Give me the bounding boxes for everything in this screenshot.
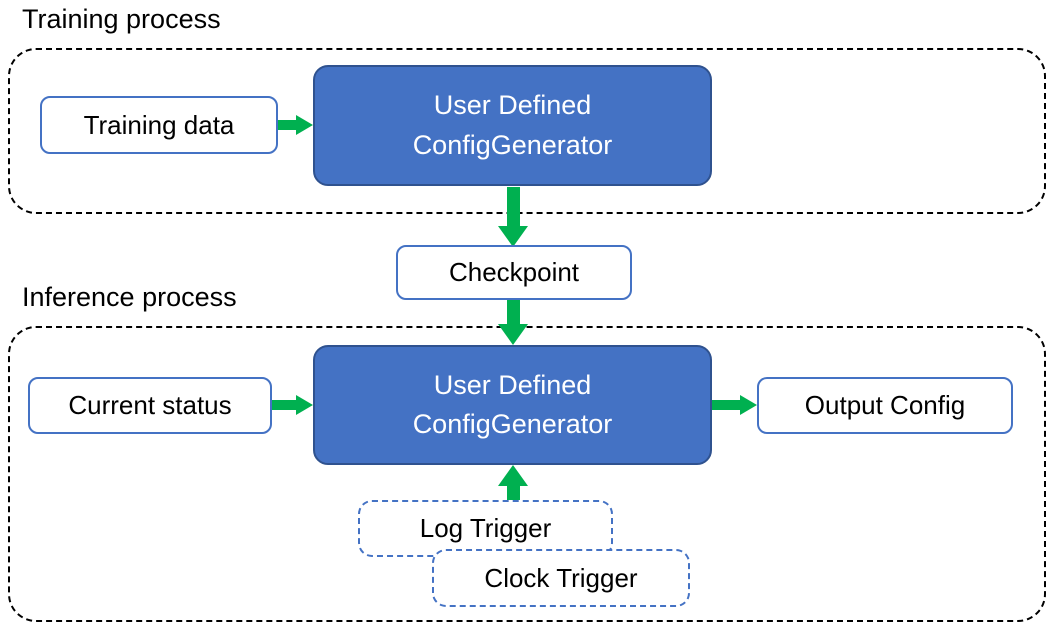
arrow-shaft <box>712 400 740 410</box>
log-trigger-node: Log Trigger <box>358 500 613 557</box>
generator-label-line2: ConfigGenerator <box>412 409 613 439</box>
arrow-checkpoint-to-generator <box>498 300 528 345</box>
generator-label-line1: User Defined <box>433 90 592 121</box>
training-process-container <box>8 48 1046 214</box>
arrow-shaft <box>506 300 520 324</box>
arrow-shaft <box>272 400 296 410</box>
arrow-shaft <box>506 187 520 226</box>
training-data-node: Training data <box>40 96 278 154</box>
arrow-down-head <box>498 226 528 247</box>
generator-label-line1: User Defined <box>433 369 592 400</box>
arrow-current-status-to-generator <box>272 395 313 415</box>
arrow-shaft <box>506 486 520 500</box>
output-config-node: Output Config <box>757 377 1013 434</box>
arrow-right-head <box>296 395 313 415</box>
arrow-training-data-to-generator <box>278 115 313 135</box>
user-defined-configgenerator-training-node: User Defined ConfigGenerator <box>313 65 712 186</box>
generator-label-line2: ConfigGenerator <box>412 129 613 160</box>
arrow-down-head <box>498 324 528 345</box>
arrow-right-head <box>296 115 313 135</box>
clock-trigger-node: Clock Trigger <box>432 549 690 607</box>
arrow-right-head <box>740 395 757 415</box>
arrow-up-head <box>498 465 528 486</box>
current-status-node: Current status <box>28 377 272 434</box>
arrow-generator-to-output-config <box>712 395 757 415</box>
arrow-generator-to-checkpoint <box>498 187 528 247</box>
checkpoint-node: Checkpoint <box>396 245 632 300</box>
arrow-shaft <box>278 120 296 130</box>
training-process-label: Training process <box>22 4 221 34</box>
inference-process-label: Inference process <box>22 282 237 312</box>
user-defined-configgenerator-inference-node: User Defined ConfigGenerator <box>313 345 712 465</box>
arrow-triggers-to-generator <box>498 465 528 500</box>
